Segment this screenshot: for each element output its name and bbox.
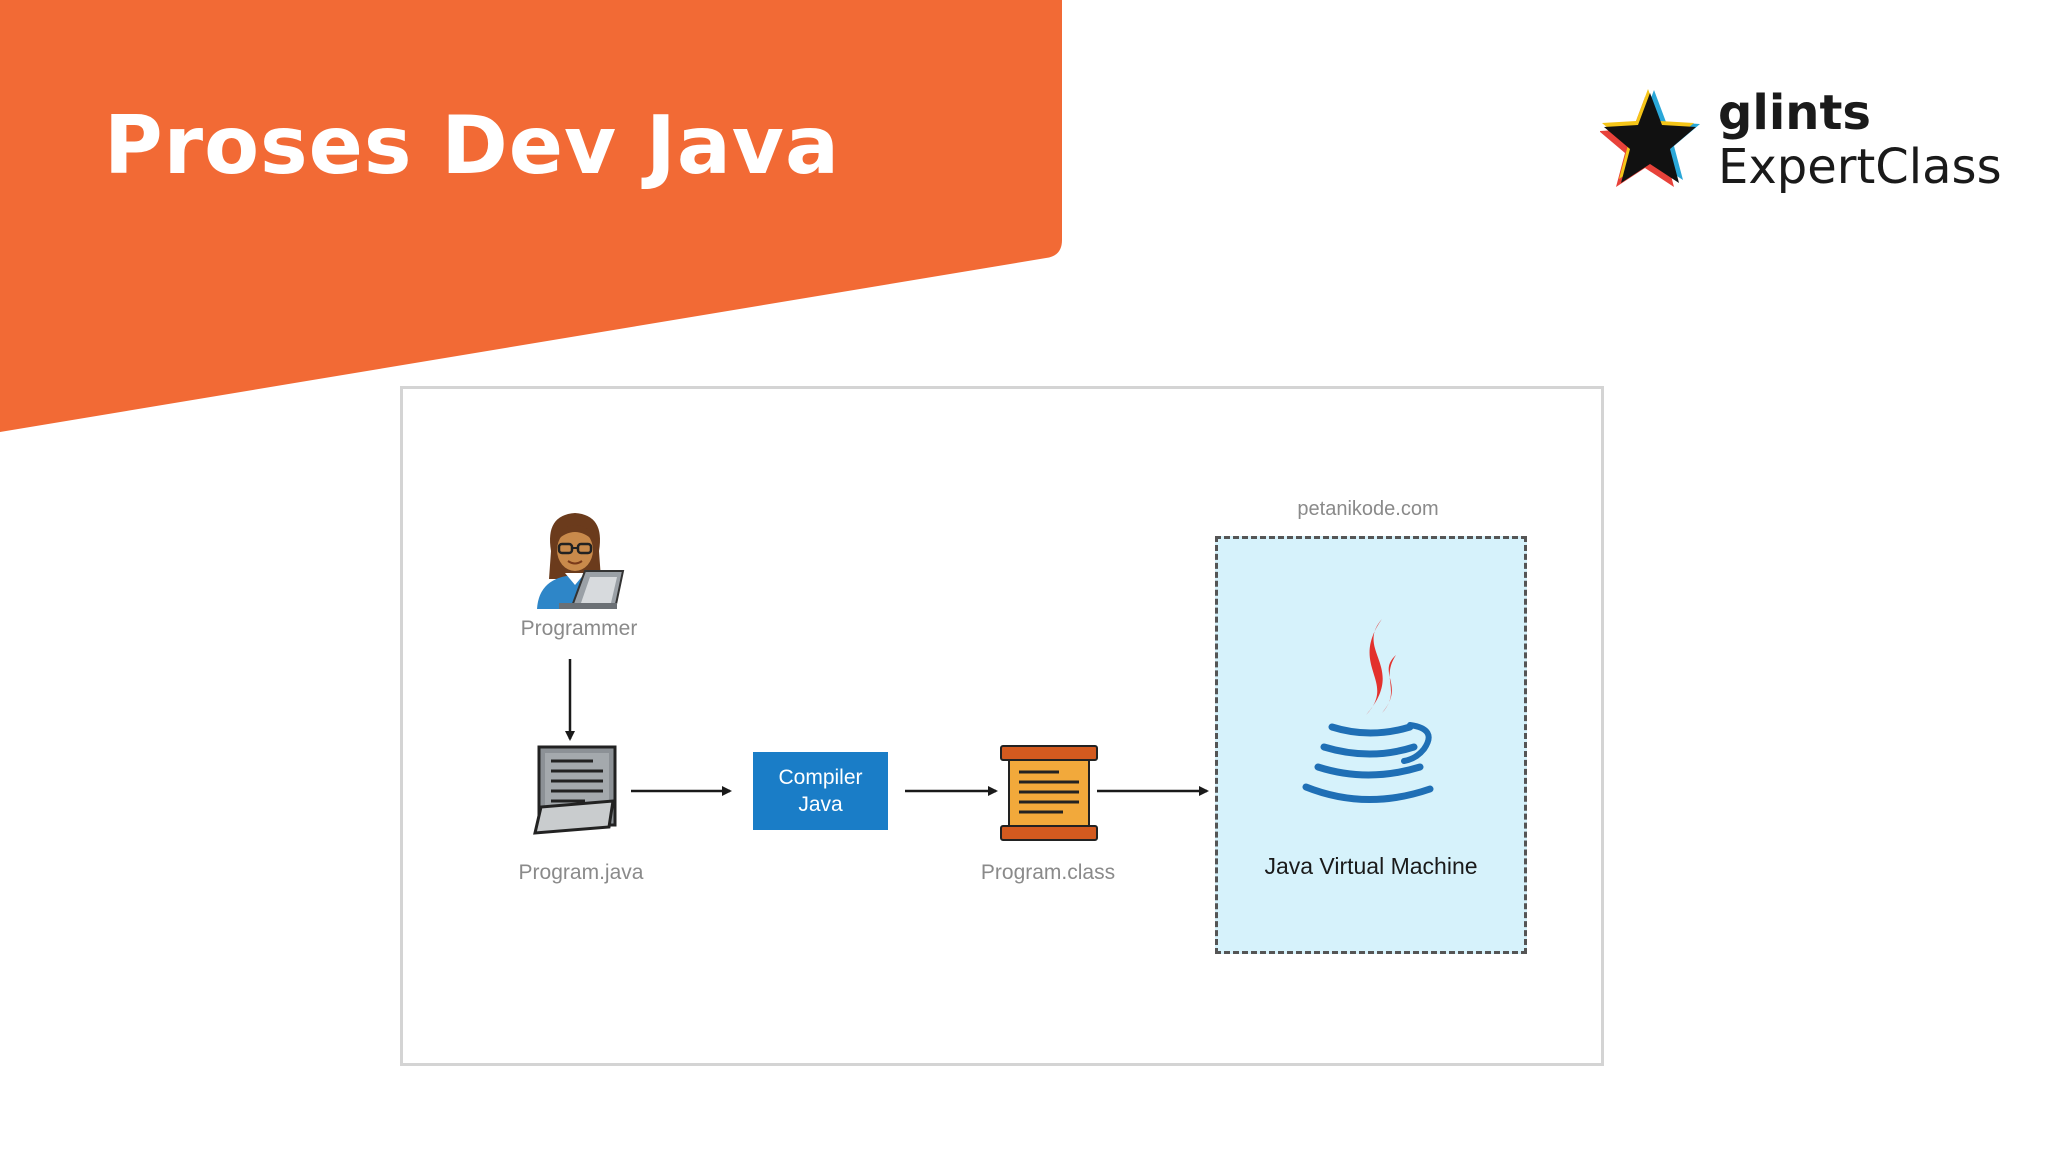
jvm-source-label: petanikode.com — [1297, 498, 1439, 520]
header-band — [0, 0, 1062, 432]
bytecode-file-label: Program.class — [980, 861, 1116, 884]
logo-subtitle: ExpertClass — [1718, 139, 2002, 195]
source-file-icon — [533, 745, 617, 835]
slide-title: Proses Dev Java — [104, 99, 840, 192]
flow-arrows — [565, 659, 1209, 796]
programmer-label: Programmer — [520, 617, 638, 640]
compiler-label-line1: Compiler — [778, 765, 863, 789]
compiler-node: Compiler Java — [753, 752, 888, 830]
programmer-icon — [537, 513, 625, 609]
source-file-label: Program.java — [518, 861, 644, 884]
bytecode-file-icon — [1000, 745, 1098, 841]
jvm-label: Java Virtual Machine — [1264, 853, 1478, 879]
glints-logo: glints ExpertClass — [1600, 85, 2020, 205]
logo-wordmark: glints — [1718, 85, 1871, 141]
java-logo-icon — [1302, 619, 1434, 803]
jvm-container: Java Virtual Machine — [1215, 536, 1527, 954]
compiler-label-line2: Java — [798, 793, 843, 816]
diagram-frame: Programmer Program.java Compiler Java — [400, 386, 1604, 1066]
star-icon — [1600, 89, 1700, 187]
